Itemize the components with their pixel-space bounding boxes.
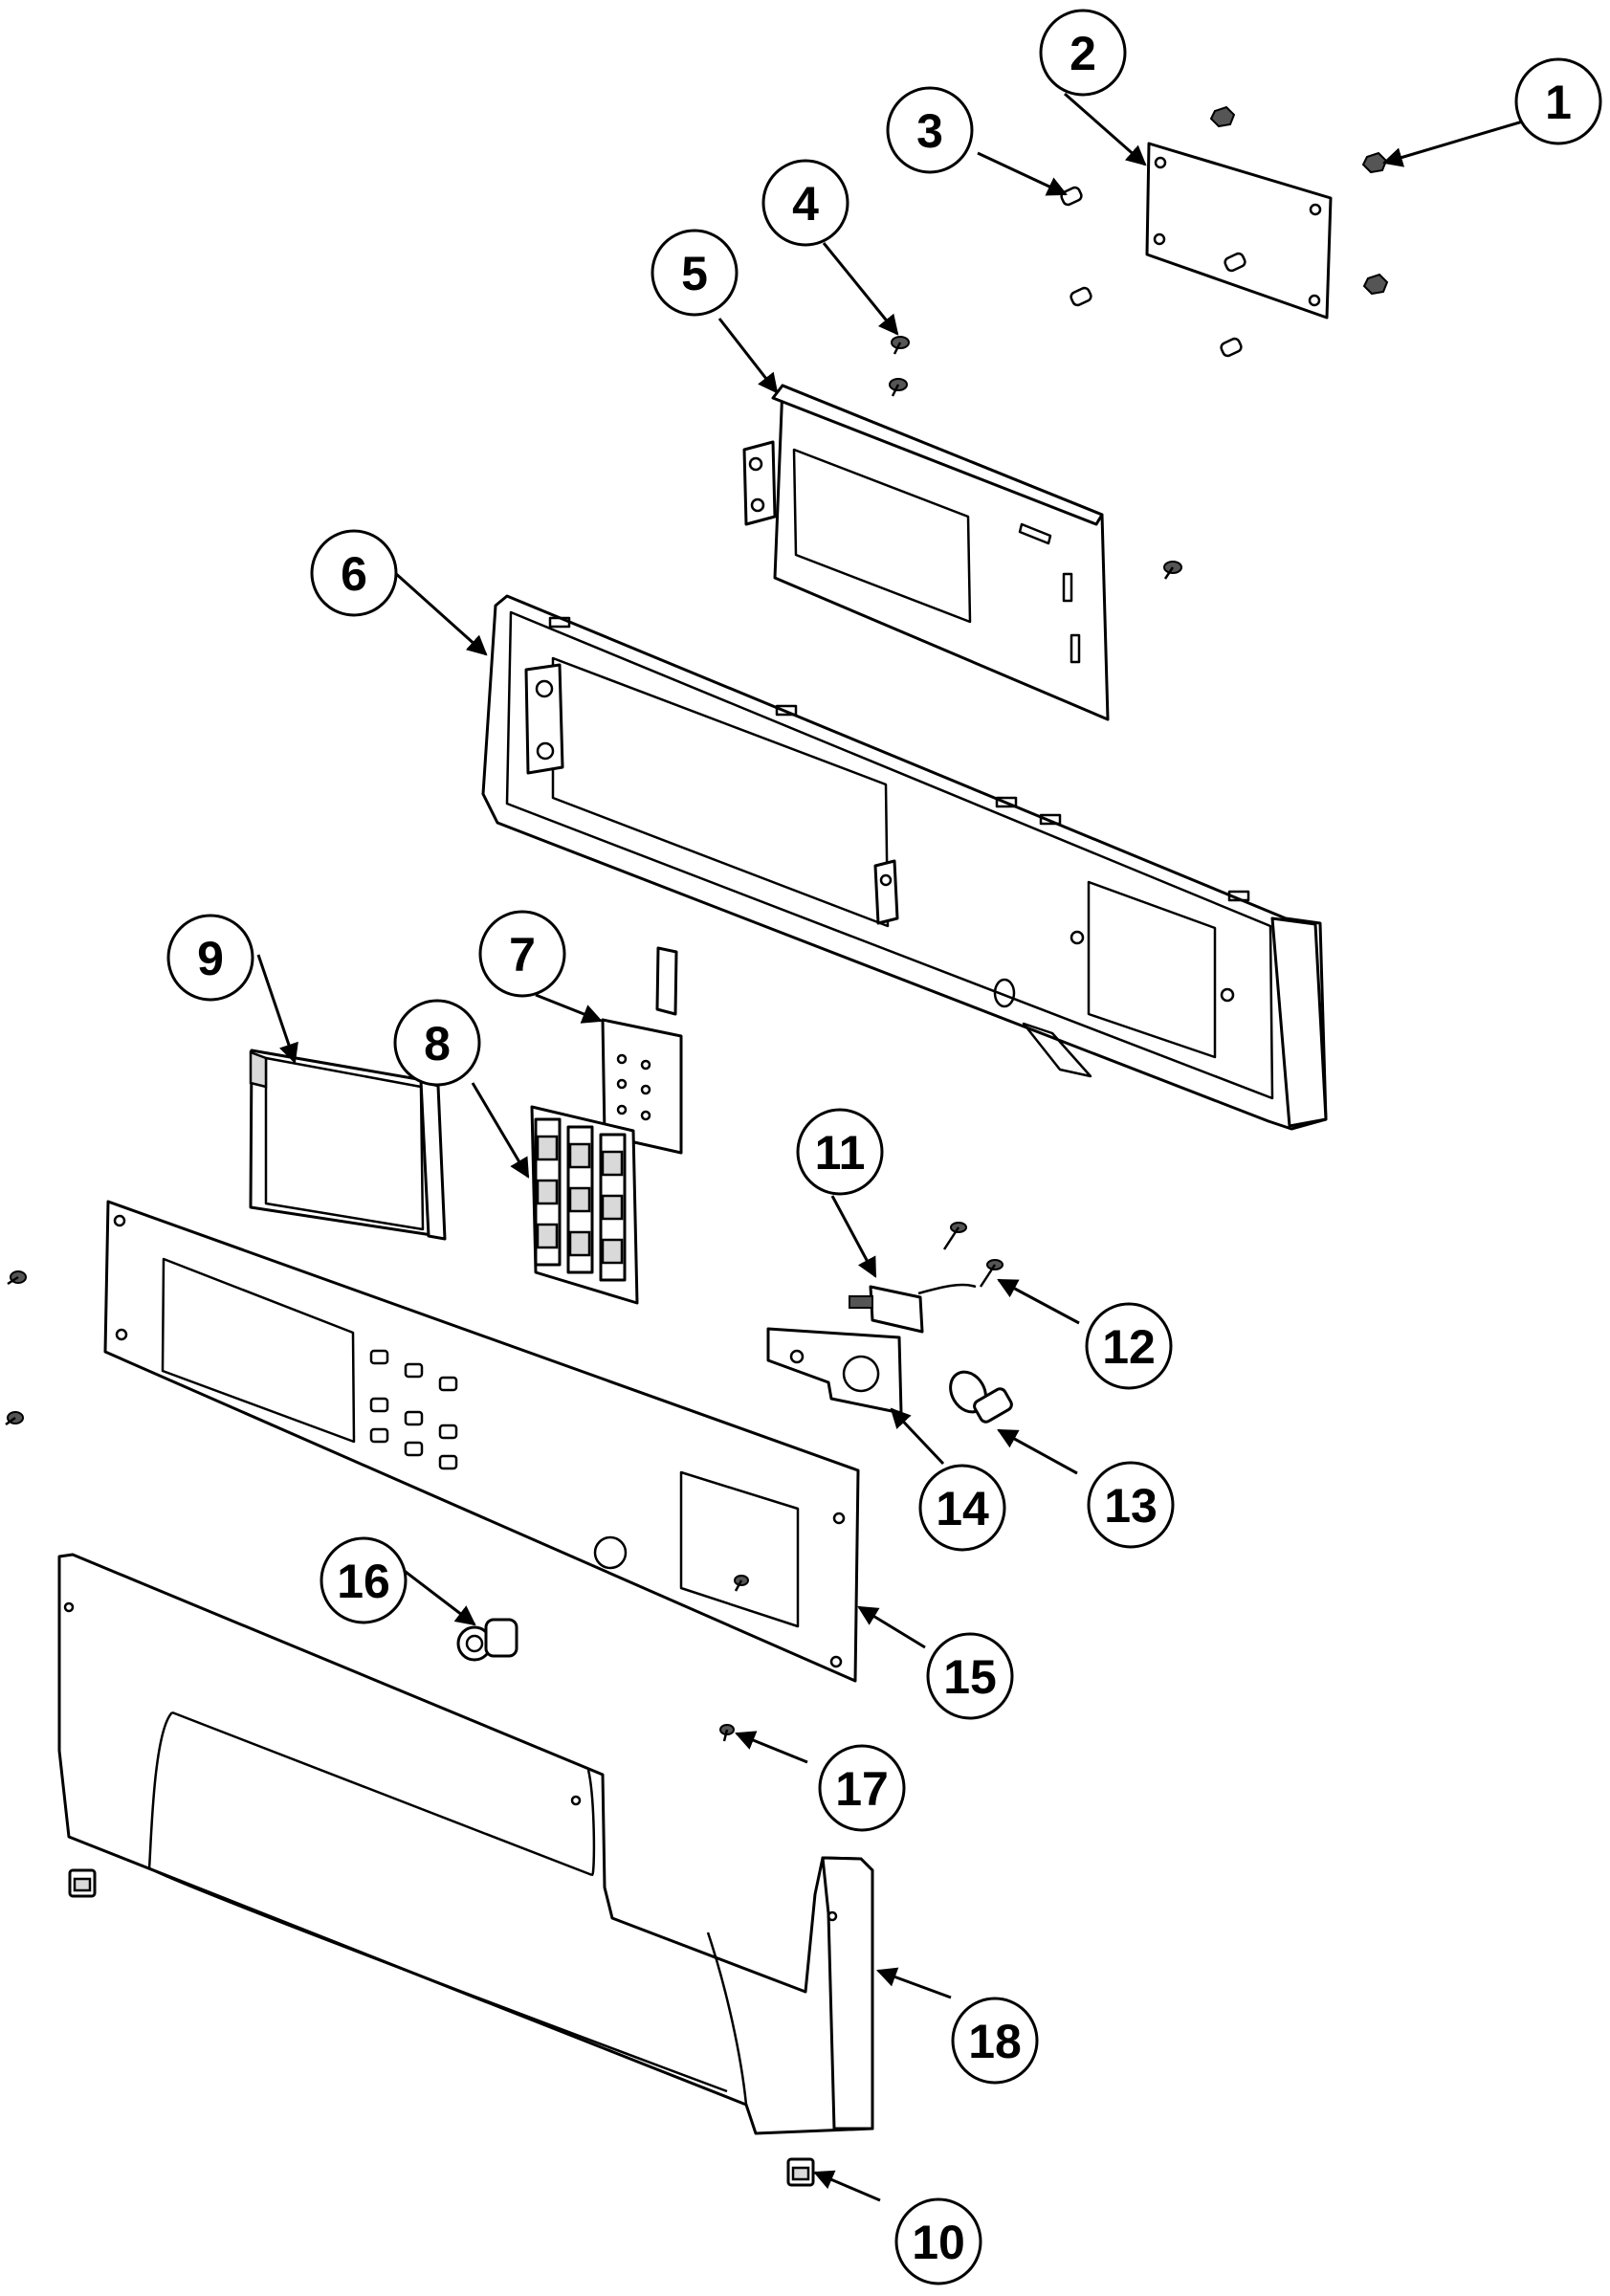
part-7-membrane xyxy=(601,946,683,1155)
callout-9-label: 9 xyxy=(197,932,224,985)
callout-7-label: 7 xyxy=(509,928,536,982)
callout-6-label: 6 xyxy=(341,547,367,601)
leader-lines xyxy=(256,92,1527,2202)
callout-18-label: 18 xyxy=(968,2015,1022,2068)
leader-13 xyxy=(997,1428,1078,1475)
leader-12 xyxy=(997,1278,1080,1325)
callout-18: 18 xyxy=(951,1997,1039,2085)
leader-16 xyxy=(401,1567,476,1626)
callout-12-label: 12 xyxy=(1102,1320,1156,1374)
leader-14 xyxy=(890,1407,945,1466)
leader-3 xyxy=(977,151,1068,196)
callout-15: 15 xyxy=(926,1632,1014,1720)
part-12-screws xyxy=(942,1222,1003,1288)
callout-1-label: 1 xyxy=(1545,76,1572,129)
part-18-console xyxy=(57,1553,874,2135)
leader-8 xyxy=(471,1082,530,1179)
callout-13: 13 xyxy=(1087,1461,1175,1549)
callout-3: 3 xyxy=(886,86,974,174)
callout-8-label: 8 xyxy=(424,1017,451,1071)
leader-15 xyxy=(857,1605,926,1649)
callout-4: 4 xyxy=(761,159,849,247)
callout-16-label: 16 xyxy=(337,1555,390,1608)
callout-6: 6 xyxy=(310,529,398,617)
part-3-standoffs xyxy=(1060,186,1246,358)
leader-10 xyxy=(813,2170,881,2202)
callout-5-label: 5 xyxy=(681,247,708,300)
callout-12: 12 xyxy=(1085,1302,1173,1390)
loose-screws-left xyxy=(5,1270,27,1426)
leader-18 xyxy=(876,1967,952,1999)
callout-14-label: 14 xyxy=(936,1482,989,1535)
callout-2-label: 2 xyxy=(1070,27,1096,80)
part-14-bracket xyxy=(766,1327,903,1415)
callout-1: 1 xyxy=(1514,57,1602,145)
callout-8: 8 xyxy=(393,999,481,1087)
part-6-housing xyxy=(481,594,1328,1131)
callout-14: 14 xyxy=(918,1464,1006,1552)
part-13-lamp xyxy=(949,1370,1013,1424)
callout-10: 10 xyxy=(894,2197,982,2285)
callout-7: 7 xyxy=(478,910,566,998)
callout-10-label: 10 xyxy=(912,2216,965,2269)
part-5-bracket xyxy=(742,384,1110,721)
callout-15-label: 15 xyxy=(943,1650,997,1704)
callout-13-label: 13 xyxy=(1104,1479,1158,1533)
part-9-display-window xyxy=(249,1049,447,1241)
callout-5: 5 xyxy=(651,229,739,317)
leader-9 xyxy=(256,954,298,1064)
callout-11: 11 xyxy=(796,1108,884,1196)
part-1-nuts xyxy=(1209,105,1389,296)
part-15-overlay xyxy=(103,1200,860,1683)
part-11-switch xyxy=(849,1283,977,1334)
callout-17: 17 xyxy=(818,1744,906,1832)
callout-9: 9 xyxy=(166,914,254,1002)
leader-11 xyxy=(830,1195,877,1278)
callout-2: 2 xyxy=(1039,9,1127,97)
leader-5 xyxy=(717,318,779,394)
part-8-key-frame xyxy=(530,1105,639,1305)
part-4-screws xyxy=(889,336,1182,580)
part-2-plate xyxy=(1145,142,1333,320)
leader-17 xyxy=(735,1731,808,1764)
leader-7 xyxy=(535,993,603,1024)
callout-16: 16 xyxy=(320,1536,408,1624)
part-17-screw xyxy=(719,1575,749,1742)
part-16-knob xyxy=(456,1618,518,1662)
leader-4 xyxy=(822,242,899,336)
leader-6 xyxy=(392,570,488,656)
callout-3-label: 3 xyxy=(916,104,943,158)
callout-11-label: 11 xyxy=(815,1126,866,1180)
part-10-clips xyxy=(68,1868,815,2187)
leader-2 xyxy=(1064,92,1147,166)
callout-4-label: 4 xyxy=(792,177,819,231)
callout-17-label: 17 xyxy=(835,1762,889,1816)
leader-1 xyxy=(1381,119,1527,167)
